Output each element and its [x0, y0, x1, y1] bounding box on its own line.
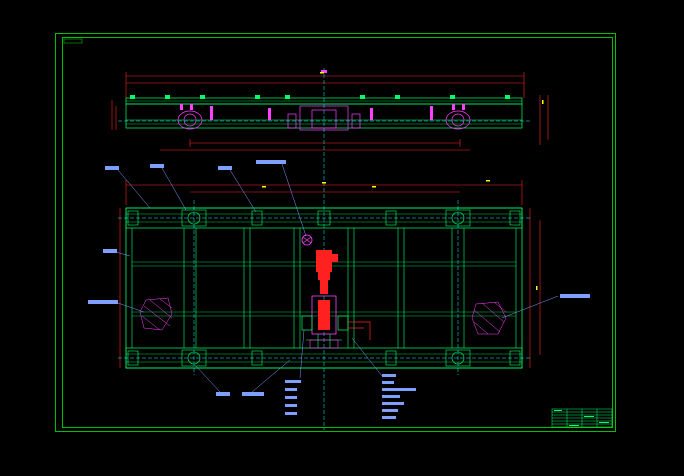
callout-leaders — [115, 163, 559, 393]
valve-icon — [301, 234, 313, 246]
plan-view — [118, 72, 544, 375]
title-block — [551, 408, 613, 428]
elevation-centerlines — [118, 68, 530, 430]
dim-text-markers — [262, 72, 544, 290]
elevation-center-tag — [321, 70, 327, 73]
sheet-inner-border — [62, 37, 613, 428]
elevation-pink-fills — [180, 104, 465, 120]
callout-marks — [88, 160, 590, 419]
elevation-dimensions — [111, 72, 549, 151]
plan-vertical-members — [131, 228, 517, 348]
motor-pump-icon — [301, 250, 371, 349]
plan-dimensions — [119, 180, 541, 368]
hatch-pattern-icon — [139, 297, 507, 335]
sheet-corner-tag — [63, 38, 83, 44]
plan-centerlines — [118, 200, 530, 375]
top-elevation-view — [111, 68, 549, 430]
elevation-brackets — [130, 95, 510, 99]
sheet-outer-border — [55, 33, 616, 432]
title-block-marks — [554, 410, 609, 426]
